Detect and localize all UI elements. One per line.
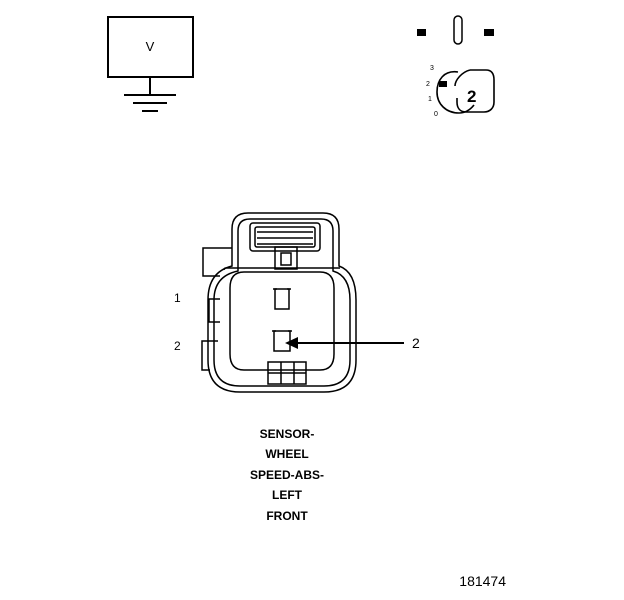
pin-label-1: 1 xyxy=(174,291,181,305)
ground-icon xyxy=(124,77,176,112)
callout-arrow xyxy=(285,337,404,349)
connector-inner-housing xyxy=(213,218,351,387)
pin-label-2: 2 xyxy=(174,339,181,353)
ignition-position-2: 2 xyxy=(426,81,430,88)
connector-left-tab-top xyxy=(202,247,232,277)
ignition-position-3: 3 xyxy=(430,65,434,72)
connector-outer-housing xyxy=(207,212,357,393)
caption-line-1: SENSOR- xyxy=(260,427,315,441)
pin-2-cavity xyxy=(273,330,291,352)
connector-latch xyxy=(249,222,321,252)
caption-line-2: WHEEL xyxy=(265,447,308,461)
switch-right-contact-icon xyxy=(484,29,494,36)
connector-left-tab-mid xyxy=(208,298,220,323)
ignition-key-icon xyxy=(436,69,495,114)
connector-caption: SENSOR- WHEEL SPEED-ABS- LEFT FRONT xyxy=(250,427,324,523)
connector-cavity-wall xyxy=(229,271,335,371)
caption-line-4: LEFT xyxy=(272,488,303,502)
switch-pill-icon xyxy=(453,15,463,45)
voltmeter-label: V xyxy=(146,39,155,54)
switch-left-contact-icon xyxy=(417,29,426,36)
ignition-switch-symbol: 3 2 1 0 2 xyxy=(417,15,495,118)
connector-face xyxy=(201,212,357,393)
caption-line-3: SPEED-ABS- xyxy=(250,468,324,482)
caption-line-5: FRONT xyxy=(266,509,308,523)
voltmeter-symbol: V xyxy=(107,16,194,112)
ignition-key-number: 2 xyxy=(467,87,476,106)
figure-number: 181474 xyxy=(459,573,506,589)
ignition-pointer-icon xyxy=(439,81,447,87)
pin-1-cavity xyxy=(274,288,290,310)
ignition-position-0: 0 xyxy=(434,111,438,118)
connector-left-tab-bottom xyxy=(201,340,218,371)
arrow-head-icon xyxy=(285,337,298,349)
ignition-position-1: 1 xyxy=(428,96,432,103)
callout-label: 2 xyxy=(412,335,420,351)
connector-latch-slot xyxy=(274,246,298,270)
